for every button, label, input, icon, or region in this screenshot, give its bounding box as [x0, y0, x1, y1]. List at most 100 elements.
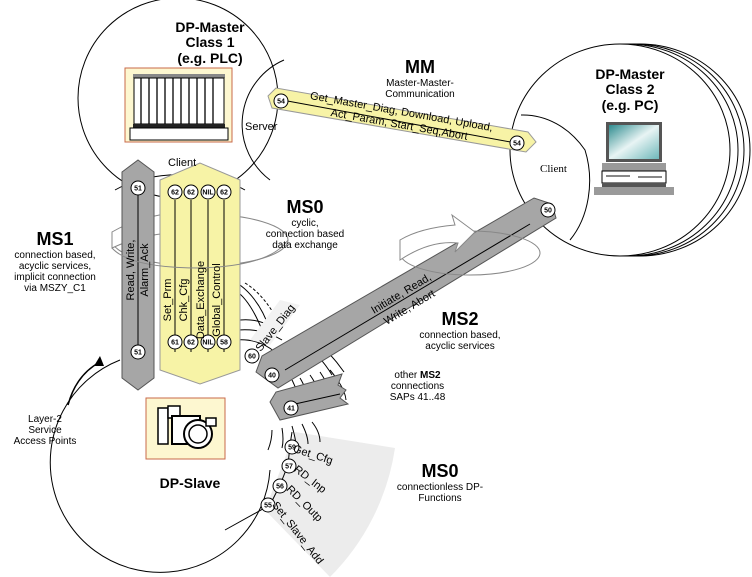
- ms0-connectionless-label: MS0 connectionless DP- Functions: [385, 461, 495, 504]
- mm-desc-line-1: Master-Master-: [386, 77, 454, 89]
- mm-sap-right: 54: [509, 135, 525, 151]
- sap-get-cfg: 59: [284, 439, 300, 455]
- sap-number: 59: [288, 445, 296, 452]
- master1-server-label: Server: [245, 121, 278, 133]
- sap-number: NIL: [202, 190, 214, 197]
- sap-circle: [244, 348, 260, 364]
- sap-circle: [200, 184, 216, 200]
- ms1-service-line-1: Read, Write,: [125, 240, 137, 301]
- mm-sap-left: 54: [273, 93, 289, 109]
- ms1-title: MS1: [36, 229, 74, 249]
- sap-number: 51: [134, 186, 142, 193]
- ms0-sap-bottom-1: 61: [167, 334, 183, 350]
- ms2-rotation-arrow: [399, 213, 541, 276]
- sap-number: 50: [544, 208, 552, 215]
- ms1-sap-top: 51: [130, 180, 146, 196]
- layer2-sap-label: Layer-2 Service Access Points: [5, 414, 85, 447]
- sap-number: 40: [268, 373, 276, 380]
- ms1-channel: [121, 159, 155, 391]
- ms0-sap-top-4: 62: [216, 184, 232, 200]
- sap-circle: [281, 458, 297, 474]
- ms2-other-sap: 41: [283, 400, 299, 416]
- ms0-connectionless-sector: [265, 432, 395, 577]
- sap-circle: [216, 184, 232, 200]
- sap-number: 60: [248, 354, 256, 361]
- ms0-sap-bottom-3: NIL: [200, 334, 216, 350]
- sap-number: 54: [277, 99, 285, 106]
- sap-circle: [200, 334, 216, 350]
- ms2-sap-master: 50: [540, 202, 556, 218]
- field-device-icon: [145, 397, 226, 460]
- pc-computer-icon: [594, 122, 674, 195]
- ms0-sap-top-2: 62: [183, 184, 199, 200]
- sap-circle: [509, 135, 525, 151]
- sap-circle: [264, 367, 280, 383]
- master2-client-label: Client: [540, 163, 567, 175]
- slave-title: DP-Slave: [159, 475, 221, 491]
- ms2-other-prefix: other: [394, 370, 420, 381]
- ms0-ring-front: [111, 239, 289, 269]
- mm-channel: [267, 87, 537, 153]
- ms0-cyclic-label: MS0 cyclic, connection based data exchan…: [260, 197, 350, 251]
- ms0-service-data-exchange: Data_Exchange: [195, 261, 207, 339]
- sap-number: 57: [285, 464, 293, 471]
- mm-title: MM: [405, 57, 435, 77]
- sap-number: 62: [187, 340, 195, 347]
- sap-circle: [272, 478, 288, 494]
- ms1-service-line-2: Alarm_Ack: [139, 243, 151, 297]
- sap-circle: [130, 180, 146, 196]
- ms2-other-line-1: connections: [390, 381, 445, 392]
- ms2-sap-slave: 40: [264, 367, 280, 383]
- sap-number: 56: [276, 484, 284, 491]
- ms0-cyclic-desc-line-3: data exchange: [272, 239, 338, 251]
- sap-circle: [260, 497, 276, 513]
- ms2-label: MS2 connection based, acyclic services: [410, 309, 510, 352]
- sap-number: 41: [287, 406, 295, 413]
- ms0-service-global-control: Global_Control: [211, 263, 223, 336]
- ms0-service-chk-cfg: Chk_Cfg: [178, 279, 190, 322]
- ms0-sap-top-1: 62: [167, 184, 183, 200]
- ms1-desc-line-3: implicit connection: [14, 271, 96, 283]
- sap-circle: [273, 93, 289, 109]
- slave-diag-band: [250, 300, 300, 345]
- mm-label: MM Master-Master- Communication: [360, 57, 480, 100]
- master2-title: DP-Master Class 2 (e.g. PC): [590, 66, 670, 113]
- sap-circle: [183, 184, 199, 200]
- plc-rack-icon: [124, 67, 233, 143]
- ms1-desc-line-1: connection based,: [14, 249, 96, 261]
- sap-number: 62: [171, 190, 179, 197]
- sap-number: 61: [171, 340, 179, 347]
- slave-diag-sap: 60: [244, 348, 260, 364]
- sap-rd-inp: 57: [281, 458, 297, 474]
- sap-circle: [130, 344, 146, 360]
- layer2-arrow: [67, 356, 104, 406]
- layer2-line-3: Access Points: [13, 436, 77, 447]
- sap-number: 55: [264, 503, 272, 510]
- ms0-cyclic-desc-line-1: cyclic,: [291, 217, 319, 229]
- mm-desc-line-2: Communication: [385, 88, 455, 100]
- ms2-desc-line-2: acyclic services: [425, 340, 495, 352]
- ms2-other-bold: MS2: [420, 370, 441, 381]
- master1-title-line-2: Class 1: [185, 34, 235, 51]
- master1-client-label: Client: [168, 157, 197, 169]
- master1-title: DP-Master Class 1 (e.g. PLC): [150, 19, 270, 66]
- ms0-cyclic-title: MS0: [286, 197, 324, 217]
- sap-rd-outp: 56: [272, 478, 288, 494]
- ms2-desc-line-1: connection based,: [419, 329, 501, 341]
- sap-set-slave-add: 55: [260, 497, 276, 513]
- sap-circle: [283, 400, 299, 416]
- ms0-cyclic-channel: [159, 162, 241, 385]
- sap-number: 62: [220, 190, 228, 197]
- sap-circle: [284, 439, 300, 455]
- sap-number: 62: [187, 190, 195, 197]
- sap-number: 58: [220, 340, 228, 347]
- sap-circle: [540, 202, 556, 218]
- ms1-sap-bottom: 51: [130, 344, 146, 360]
- ms0-cyclic-desc-line-2: connection based: [265, 228, 345, 240]
- ms0-sap-top-3: NIL: [200, 184, 216, 200]
- sap-number: 54: [513, 141, 521, 148]
- sap-circle: [183, 334, 199, 350]
- sap-circle: [167, 334, 183, 350]
- ms2-other-label: other MS2 connections SAPs 41..48: [380, 370, 455, 403]
